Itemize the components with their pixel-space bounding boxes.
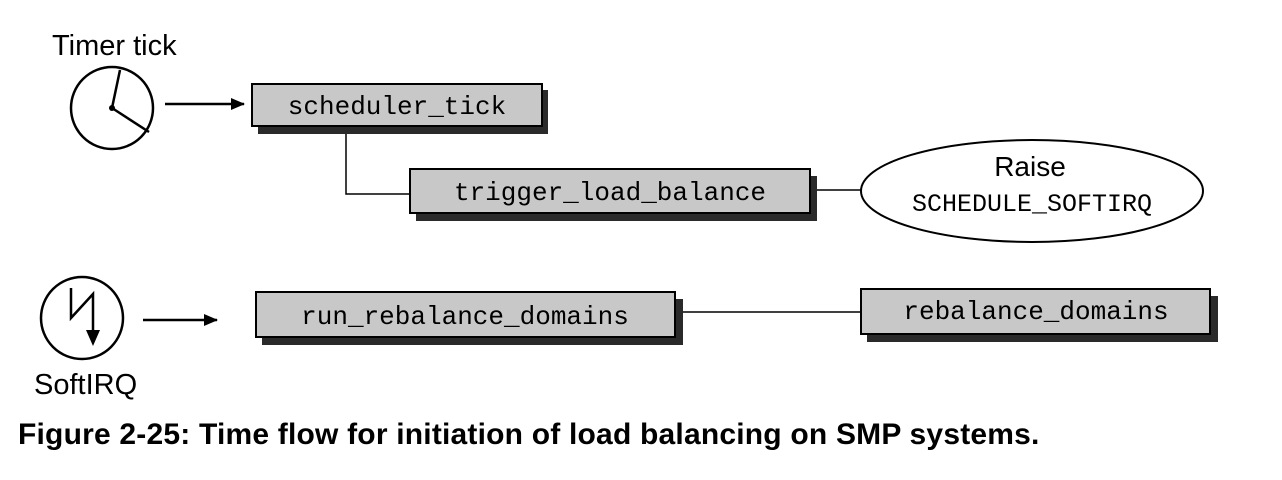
trigger-load-balance-label: trigger_load_balance <box>454 178 766 208</box>
raise-label: Raise <box>994 151 1066 182</box>
connector-scheduler-to-trigger <box>345 126 410 195</box>
softirq-label: SoftIRQ <box>34 369 137 401</box>
rebalance-domains-box: rebalance_domains <box>860 288 1218 342</box>
run-rebalance-domains-box: run_rebalance_domains <box>255 291 683 345</box>
timer-tick-label: Timer tick <box>52 30 177 62</box>
lightning-bolt-icon <box>39 275 125 361</box>
raise-schedule-softirq-node: Raise SCHEDULE_SOFTIRQ <box>860 139 1204 243</box>
rebalance-domains-label: rebalance_domains <box>903 297 1168 327</box>
scheduler-tick-label: scheduler_tick <box>288 92 506 122</box>
schedule-softirq-label: SCHEDULE_SOFTIRQ <box>912 190 1152 219</box>
scheduler-tick-box: scheduler_tick <box>251 83 548 134</box>
trigger-load-balance-box: trigger_load_balance <box>409 168 817 221</box>
clock-icon <box>69 65 155 151</box>
run-rebalance-domains-label: run_rebalance_domains <box>301 302 629 332</box>
figure-caption: Figure 2-25: Time flow for initiation of… <box>18 418 1040 451</box>
